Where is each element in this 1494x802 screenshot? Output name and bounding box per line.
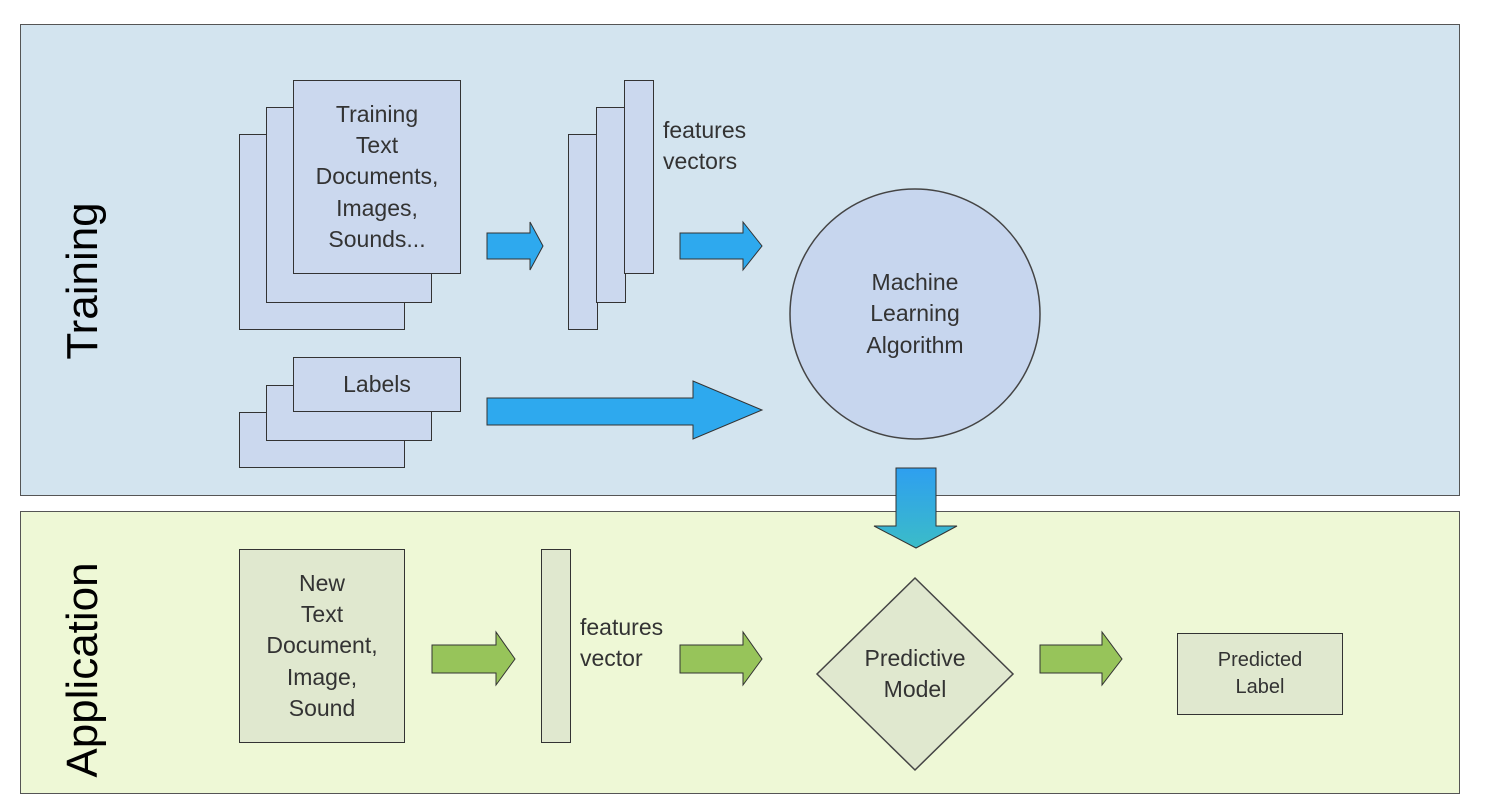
model-to-label-arrow [1039, 630, 1123, 687]
training-documents-text: Training Text Documents, Images, Sounds.… [315, 101, 439, 252]
new-document-box [239, 549, 405, 743]
document-to-vector-arrow [431, 630, 516, 687]
features-vector-text: features vector [580, 614, 664, 672]
features-vectors-text: features vectors [663, 117, 747, 175]
labels-text: Labels [343, 370, 411, 397]
predictive-model-text: Predictive Model [864, 644, 966, 702]
predicted-label-text: Predicted Label [1217, 649, 1303, 698]
vector-to-model-arrow [679, 630, 763, 687]
feature-vector-bar [541, 549, 571, 743]
predicted-label-box [1177, 633, 1343, 715]
features-to-algorithm-arrow [679, 220, 763, 272]
predictive-model-diamond [815, 576, 1015, 772]
ml-algorithm-text: Machine Learning Algorithm [866, 269, 964, 358]
feature-vector-back [568, 134, 598, 330]
labels-front [293, 357, 461, 412]
docs-to-features-arrow [486, 221, 544, 271]
training-doc-front [293, 80, 461, 274]
ml-algorithm-circle [789, 188, 1041, 440]
new-document-text: New Text Document, Image, Sound [266, 570, 378, 721]
feature-vector-front [624, 80, 654, 274]
labels-to-algorithm-arrow [486, 380, 764, 440]
algorithm-to-model-arrow [873, 467, 958, 549]
